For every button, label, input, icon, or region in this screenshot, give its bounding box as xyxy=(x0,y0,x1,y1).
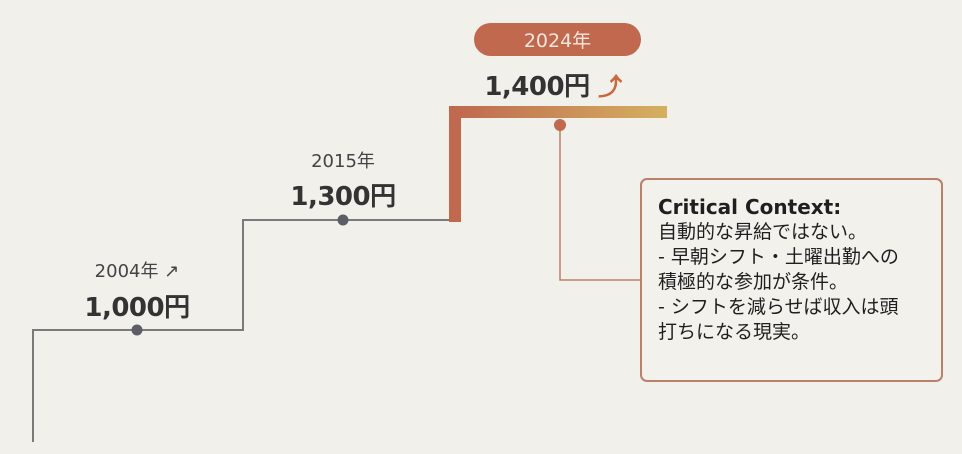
year-2024-badge: 2024年 xyxy=(474,23,641,56)
year-2015-label: 2015年 xyxy=(311,151,375,172)
arrow-up-right-icon: ↗ xyxy=(164,261,180,282)
dot-2024 xyxy=(554,119,566,131)
amount-2024: 1,400円 ⤴ xyxy=(484,72,622,102)
amount-2004: 1,000円 xyxy=(84,293,190,323)
callout-line: - 早朝シフト・土曜出勤への xyxy=(658,246,899,268)
grey-step-line xyxy=(32,219,452,442)
critical-context-callout: Critical Context: 自動的な昇給ではない。 - 早朝シフト・土曜… xyxy=(640,178,943,382)
callout-title: Critical Context: xyxy=(658,195,842,219)
amount-2015: 1,300円 xyxy=(290,182,396,212)
dot-2015 xyxy=(337,214,349,226)
callout-line: - シフトを減らせば収入は頭 xyxy=(658,296,899,318)
callout-line: 自動的な昇給ではない。 xyxy=(658,221,868,243)
callout-line: 積極的な参加が条件。 xyxy=(658,271,849,293)
curved-arrow-up-icon: ⤴ xyxy=(598,73,622,101)
callout-connector xyxy=(559,125,641,281)
dot-2004 xyxy=(131,324,143,336)
callout-line: 打ちになる現実。 xyxy=(658,321,811,343)
year-2004-label: 2004年 ↗ xyxy=(94,261,180,282)
